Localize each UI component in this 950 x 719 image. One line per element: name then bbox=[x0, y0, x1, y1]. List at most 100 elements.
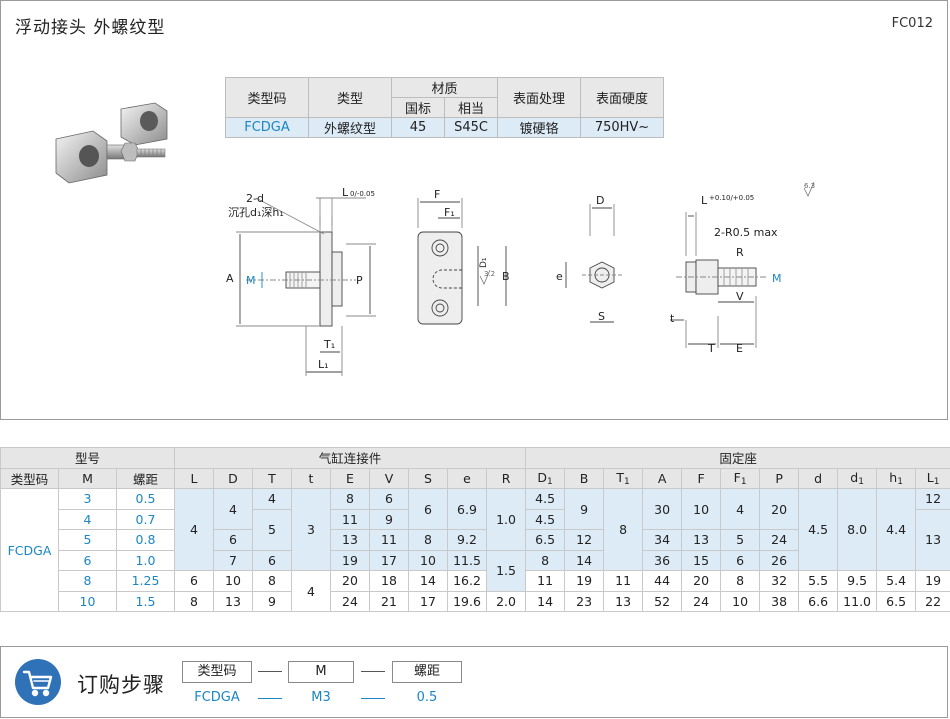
cell-L1: 19 bbox=[915, 570, 950, 592]
cell-F1: 4 bbox=[720, 488, 761, 530]
cell-V: 11 bbox=[369, 529, 409, 551]
cell-d1: 8.0 bbox=[837, 488, 878, 571]
cell-D: 6 bbox=[213, 529, 253, 551]
cell-E: 19 bbox=[330, 549, 370, 571]
cell-e: 19.6 bbox=[447, 590, 487, 612]
spec-surface: 镀硬铬 bbox=[497, 117, 581, 138]
cell-V: 21 bbox=[369, 590, 409, 612]
cell-e: 6.9 bbox=[447, 488, 487, 530]
cell-S: 10 bbox=[408, 549, 448, 571]
cell-T1: 13 bbox=[603, 590, 644, 612]
column-header: F bbox=[681, 467, 722, 489]
label-hole: 2-d bbox=[246, 192, 264, 205]
order-dash bbox=[258, 671, 282, 672]
cell-pitch: 0.5 bbox=[116, 488, 175, 510]
column-header: 类型码 bbox=[0, 467, 59, 489]
cell-V: 9 bbox=[369, 508, 409, 530]
column-header: M bbox=[58, 467, 117, 489]
cell-m: 8 bbox=[58, 570, 117, 592]
th-cyl: 气缸连接件 bbox=[173, 447, 527, 469]
roughness-symbols: 3.2 6.3 bbox=[479, 181, 815, 285]
label-T: T bbox=[707, 342, 715, 355]
label-D: D bbox=[596, 194, 604, 207]
label-A: A bbox=[226, 272, 234, 285]
cell-T: 6 bbox=[252, 549, 292, 571]
cell-E: 13 bbox=[330, 529, 370, 551]
cell-D: 7 bbox=[213, 549, 253, 571]
label-P: P bbox=[356, 274, 363, 287]
spec-hardness: 750HV~ bbox=[580, 117, 664, 138]
cell-m: 10 bbox=[58, 590, 117, 612]
cell-S: 17 bbox=[408, 590, 448, 612]
column-header: D bbox=[213, 467, 253, 489]
cell-T: 4 bbox=[252, 488, 292, 510]
label-B: B bbox=[502, 270, 510, 283]
cell-S: 6 bbox=[408, 488, 448, 530]
column-header: F1 bbox=[720, 467, 761, 489]
column-header: d bbox=[798, 467, 839, 489]
cell-R: 1.5 bbox=[485, 549, 527, 592]
cell-B: 23 bbox=[564, 590, 605, 612]
roughness-label-63: 6.3 bbox=[804, 182, 815, 190]
spec-h-surface: 表面处理 bbox=[497, 77, 581, 118]
spec-type-code: FCDGA bbox=[225, 117, 309, 138]
cell-F1: 6 bbox=[720, 549, 761, 571]
column-header: V bbox=[369, 467, 409, 489]
cell-F: 13 bbox=[681, 529, 722, 551]
product-panel: 浮动接头 外螺纹型 FC012 类型码 类型 材质 表面处理 表面硬度 bbox=[0, 0, 948, 420]
column-header: t bbox=[291, 467, 331, 489]
cell-S: 14 bbox=[408, 570, 448, 592]
cell-F1: 10 bbox=[720, 590, 761, 612]
cell-d: 6.6 bbox=[798, 590, 839, 612]
order-value-pitch: 0.5 bbox=[416, 690, 438, 705]
column-header: L bbox=[174, 467, 214, 489]
label-M: M bbox=[246, 274, 256, 287]
cell-P: 26 bbox=[759, 549, 800, 571]
cell-pitch: 0.7 bbox=[116, 508, 175, 530]
cell-P: 32 bbox=[759, 570, 800, 592]
column-header: e bbox=[447, 467, 487, 489]
cell-V: 6 bbox=[369, 488, 409, 510]
spec-h-material: 材质 bbox=[391, 77, 498, 98]
cell-A: 52 bbox=[642, 590, 683, 612]
cell-P: 38 bbox=[759, 590, 800, 612]
cell-D1: 4.5 bbox=[525, 488, 566, 510]
label-M2: M bbox=[772, 272, 782, 285]
cell-D1: 14 bbox=[525, 590, 566, 612]
cell-V: 17 bbox=[369, 549, 409, 571]
label-R05: 2-R0.5 max bbox=[714, 226, 778, 239]
cell-D1: 6.5 bbox=[525, 529, 566, 551]
seat-front-view: F F₁ D₁ B bbox=[417, 188, 510, 325]
cell-h1: 5.4 bbox=[876, 570, 917, 592]
column-header: S bbox=[408, 467, 448, 489]
cell-L: 4 bbox=[174, 488, 214, 571]
connector-side-view: L +0.10/+0.05 2-R0.5 max R V t T E M bbox=[670, 194, 782, 355]
cell-T1: 8 bbox=[603, 488, 644, 571]
cell-A: 34 bbox=[642, 529, 683, 551]
column-header: T1 bbox=[603, 467, 644, 489]
cell-d1: 11.0 bbox=[837, 590, 878, 612]
column-header: E bbox=[330, 467, 370, 489]
label-E: E bbox=[736, 342, 743, 355]
cell-E: 11 bbox=[330, 508, 370, 530]
cell-D1: 11 bbox=[525, 570, 566, 592]
label-V: V bbox=[736, 290, 744, 303]
cell-t: 4 bbox=[291, 570, 331, 612]
order-value-type-code: FCDGA bbox=[194, 690, 240, 705]
cell-type-code: FCDGA bbox=[0, 488, 59, 612]
side-view: 2-d 沉孔d₁深h₁ L 0/-0.05 A M P T₁ L₁ bbox=[226, 186, 376, 376]
cell-A: 36 bbox=[642, 549, 683, 571]
cell-F: 10 bbox=[681, 488, 722, 530]
cell-L1: 12 bbox=[915, 488, 950, 510]
label-L2: L bbox=[701, 194, 708, 207]
cell-pitch: 1.0 bbox=[116, 549, 175, 571]
spec-equiv: S45C bbox=[444, 117, 498, 138]
order-value-dash bbox=[258, 698, 282, 699]
label-L2-tol: +0.10/+0.05 bbox=[709, 194, 754, 202]
column-header: 螺距 bbox=[116, 467, 175, 489]
cell-m: 5 bbox=[58, 529, 117, 551]
cell-B: 9 bbox=[564, 488, 605, 530]
cell-m: 3 bbox=[58, 488, 117, 510]
